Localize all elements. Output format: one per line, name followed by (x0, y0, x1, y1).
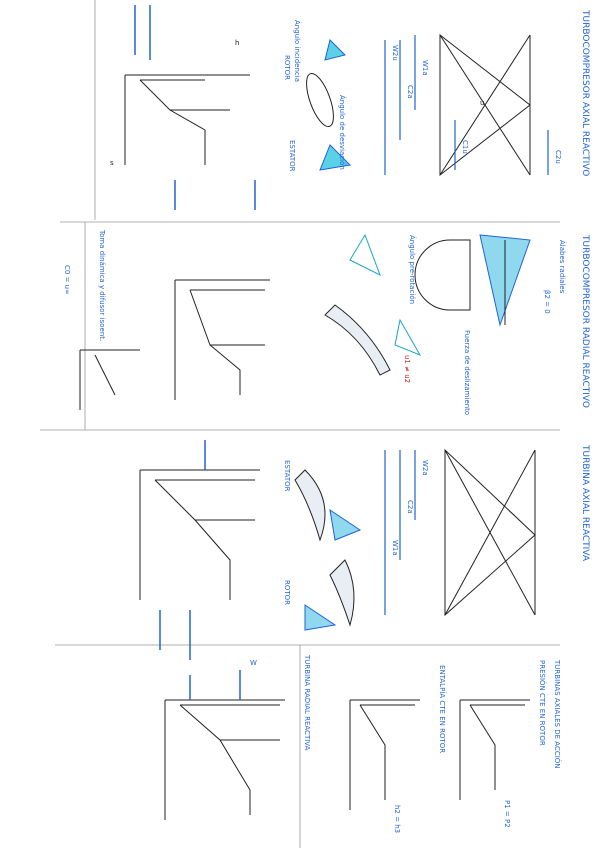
label-w1a: W1a (421, 60, 429, 76)
section-compresor-axial: W1a C2a W2u C1u C2u u Ángulo incidencia … (110, 5, 562, 210)
title-compresor-radial: TURBOCOMPRESOR RADIAL REACTIVO (580, 234, 590, 408)
triangle-dimension-lines-3 (384, 450, 416, 615)
title-compresor-axial: TURBOCOMPRESOR AXIAL REACTIVO (580, 9, 590, 176)
label-rotor-3: ROTOR (283, 580, 291, 605)
hs-diagram-4b (349, 699, 420, 810)
hs-diagram-3 (139, 469, 260, 600)
label-entalpia-cte: ENTALPÍA CTE EN ROTOR (438, 665, 447, 753)
label-p1-p2: P1 = P2 (503, 800, 511, 828)
label-toma-note: Toma dinámica y difusor isoent. (98, 229, 106, 341)
hs-bars-4 (189, 670, 241, 700)
title-turbina-axial: TURBINA AXIAL REACTIVA (580, 444, 590, 562)
label-angulo-incidencia: Ángulo incidencia (293, 20, 302, 82)
label-angulo-desviacion: Ángulo de desviación (338, 95, 347, 170)
label-turbina-radial: TURBINA RADIAL REACTIVA (303, 654, 311, 751)
section-compresor-radial: Álabes radiales β2 = 0 Fuerza de desliza… (63, 229, 567, 415)
label-w: W (250, 659, 257, 667)
label-presion-cte: PRESIÓN CTE EN ROTOR (538, 660, 547, 746)
label-u: u (480, 99, 484, 107)
label-c0-note: C0 = u∞ (63, 265, 71, 295)
warning-u1-u2: u1 ≠ u2 (403, 355, 411, 383)
label-rotor-1: ROTOR (283, 55, 291, 80)
blade-sketch-1 (306, 39, 352, 171)
hs-diagram-2b (79, 349, 140, 410)
label-beta2: β2 = 0 (543, 290, 551, 314)
velocity-triangles-3 (444, 448, 536, 617)
label-w1a-3: W1a (391, 540, 399, 556)
hs-bars-1 (134, 5, 256, 210)
label-c2a: C2a (406, 85, 414, 99)
triangle-dimension-lines-1 (384, 35, 549, 175)
section-turbina-axial: W2a C2a W1a ESTATOR ROTOR (139, 440, 536, 660)
label-w2a: W2a (421, 460, 429, 476)
label-estator-1: ESTATOR (288, 140, 296, 172)
label-fuerza-deslizamiento: Fuerza de deslizamiento (463, 330, 471, 415)
radial-impeller-sketch (414, 234, 531, 327)
hs-bars-3 (159, 440, 206, 660)
label-h2-h3: h2 = h3 (393, 805, 401, 833)
hs-diagram-1 (124, 74, 250, 165)
label-w2u: W2u (391, 45, 399, 61)
hs-diagram-4a (459, 699, 530, 800)
column-separators (40, 0, 560, 848)
hs-diagram-2 (174, 279, 270, 400)
label-c2a-3: C2a (406, 500, 414, 514)
label-angulo-prerotacion: Ángulo pre-rotación (408, 235, 417, 304)
velocity-triangles-1 (439, 33, 531, 177)
label-alabes-radiales: Álabes radiales (558, 240, 567, 294)
axis-label-h-1: h (235, 39, 239, 47)
hs-diagram-4c (164, 699, 285, 820)
label-c1u: C1u (461, 140, 469, 154)
axis-label-s-1: s (110, 159, 114, 167)
label-estator-3: ESTATOR (283, 460, 291, 492)
inducer-sketch (324, 233, 422, 376)
label-c2u: C2u (554, 150, 562, 164)
blade-sketch-3 (294, 469, 362, 631)
label-turbinas-accion: TURBINAS AXIALES DE ACCIÓN (553, 659, 562, 769)
section-turbinas-accion: TURBINAS AXIALES DE ACCIÓN PRESIÓN CTE E… (164, 654, 562, 833)
